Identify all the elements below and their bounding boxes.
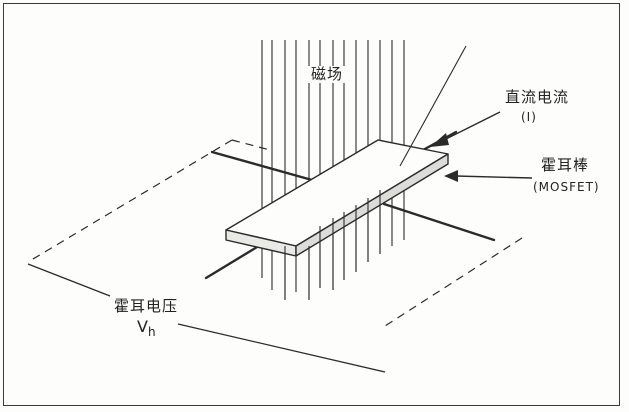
dc-current-label: 直流电流 — [505, 88, 570, 106]
hall-bar-label: 霍耳棒 — [541, 156, 590, 174]
current-lead-left — [204, 242, 264, 280]
hall-voltage-symbol-base: V — [137, 317, 148, 336]
hall-bar-arrow — [444, 170, 533, 182]
hall-voltage-symbol: Vh — [137, 317, 156, 339]
hall-bar-type: (MOSFET) — [533, 180, 600, 194]
hall-bar-plate — [225, 139, 449, 257]
hall-voltage-plane — [27, 139, 523, 327]
hall-electrode-front — [382, 202, 496, 242]
dc-current-arrow — [430, 111, 501, 147]
plate-side-face — [295, 153, 449, 257]
field-pointer-line — [399, 45, 467, 167]
dc-current-symbol: (I) — [521, 110, 537, 124]
plane-edge-left-solid — [27, 263, 111, 297]
hall-voltage-label: 霍耳电压 — [114, 297, 179, 315]
plane-edge-front-right — [384, 237, 523, 327]
plane-edge-front-solid — [177, 323, 386, 373]
plane-edge-back-left — [27, 139, 233, 263]
magnetic-field-label: 磁场 — [308, 66, 347, 83]
hall-electrode-back — [210, 150, 314, 182]
diagram-frame — [3, 3, 620, 406]
plane-edge-back-top — [231, 139, 271, 151]
hall-voltage-symbol-sub: h — [147, 325, 156, 339]
